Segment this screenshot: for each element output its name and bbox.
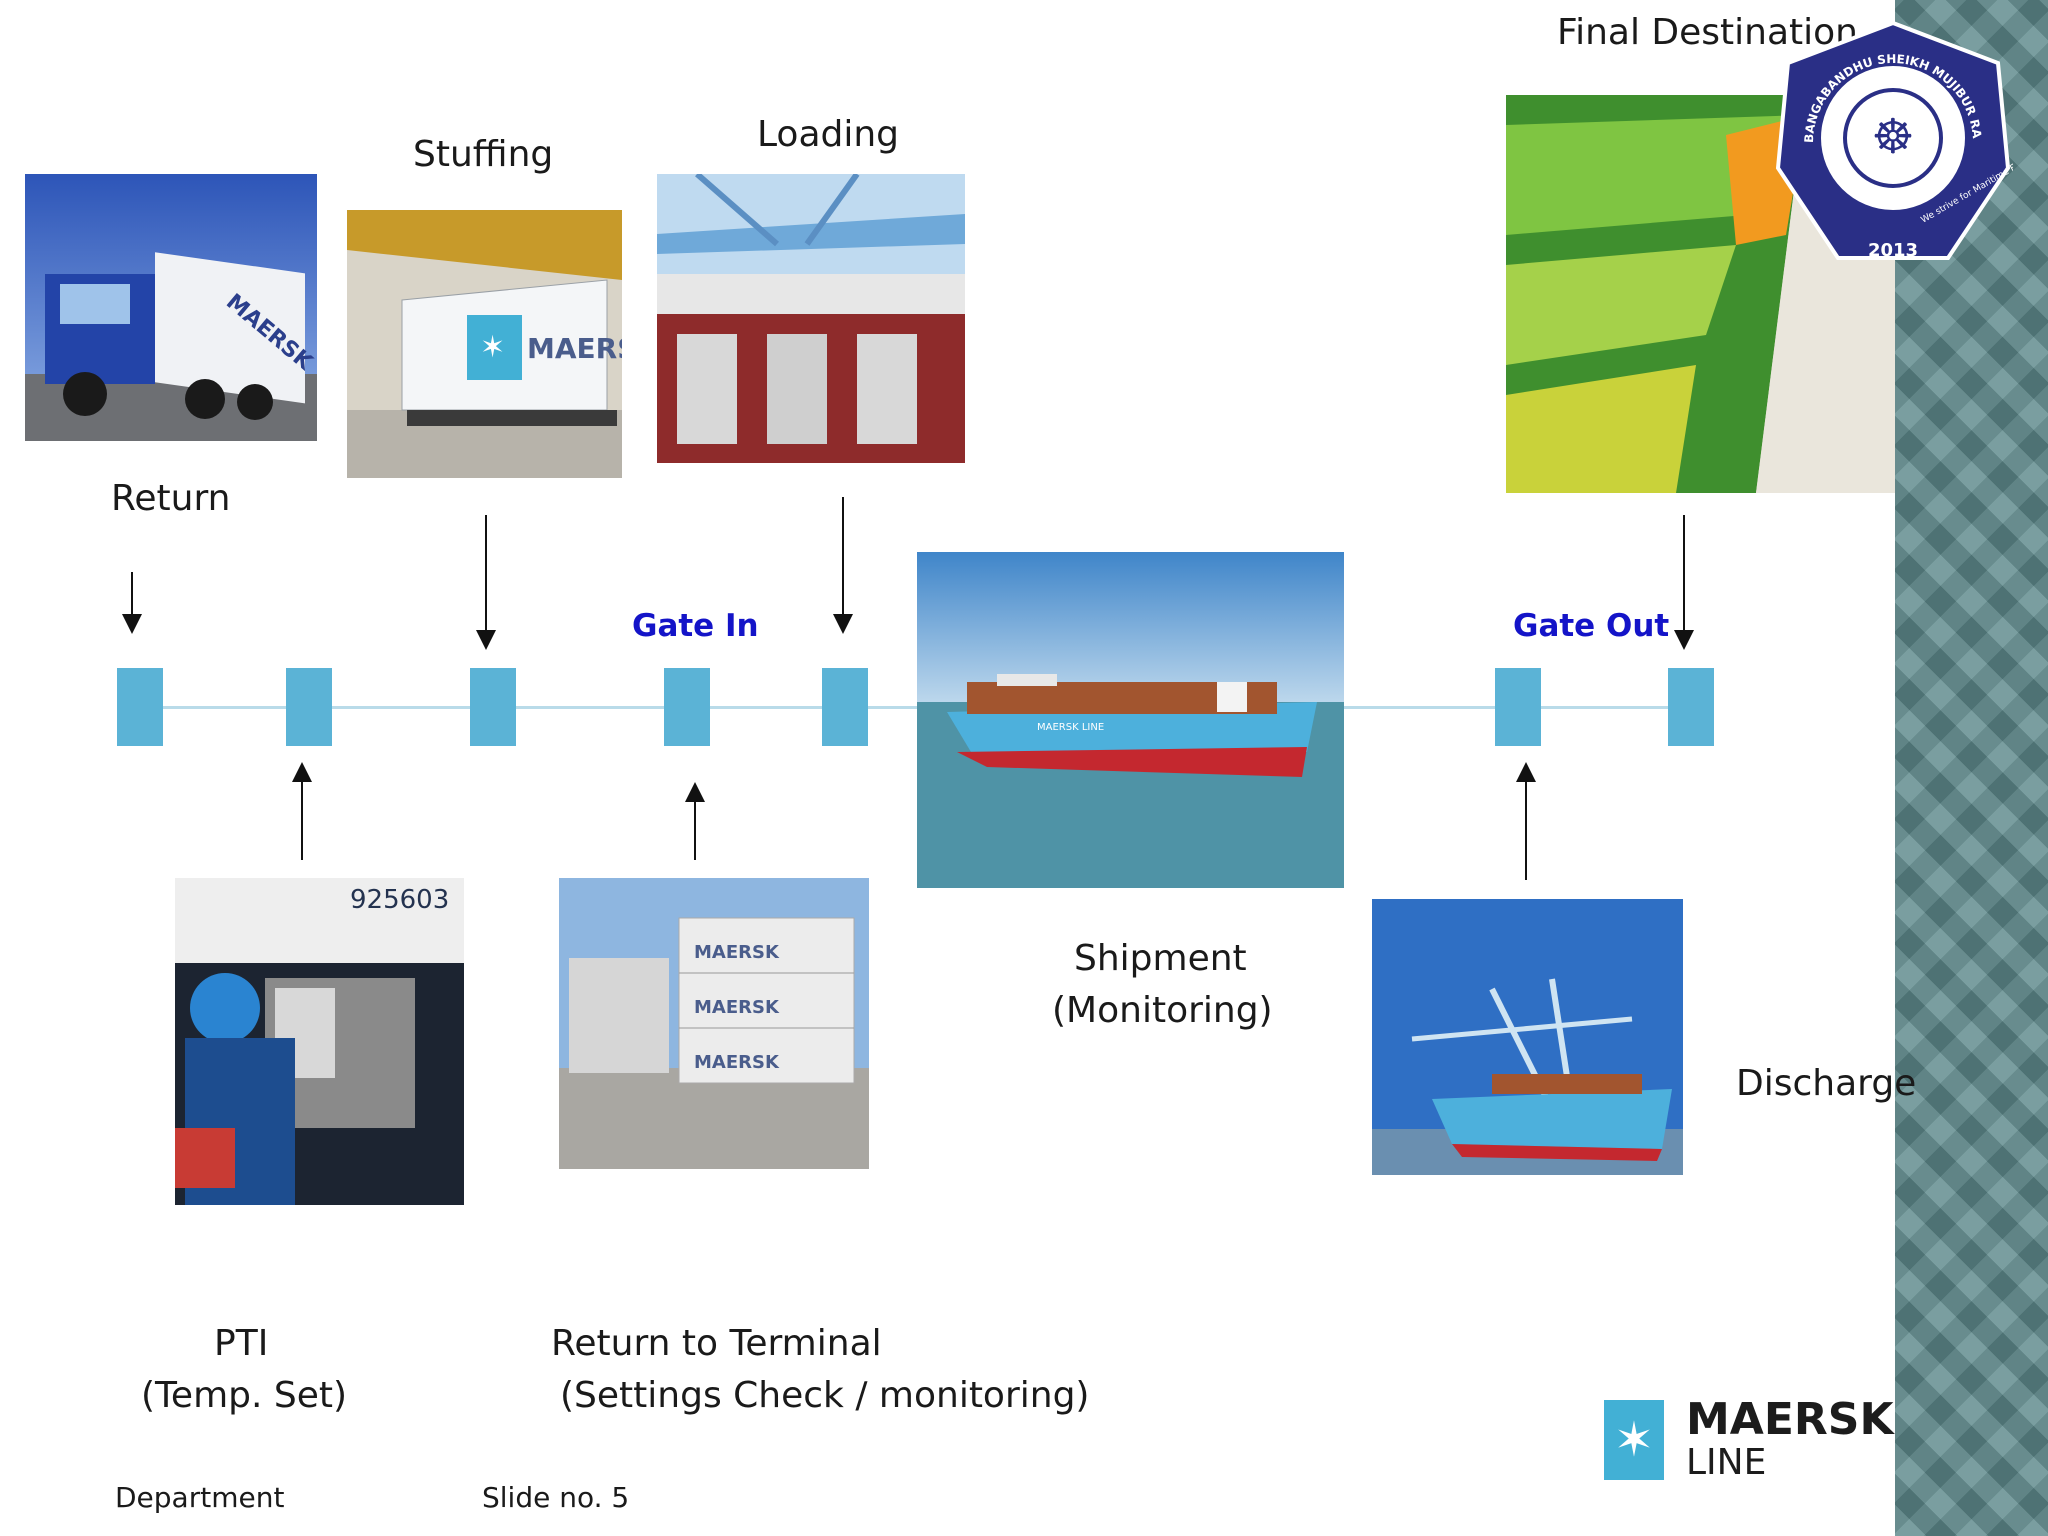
svg-text:✶: ✶	[480, 330, 505, 365]
shipment-label: Shipment	[1074, 938, 1247, 979]
shipment-monitoring-label: (Monitoring)	[1052, 990, 1273, 1031]
stack-text-3: MAERSK	[694, 1052, 780, 1073]
university-seal-logo: ☸ BANGABANDHU SHEIKH MUJIBUR RAHMAN MARI…	[1773, 18, 2013, 273]
stack-text-2: MAERSK	[694, 997, 780, 1018]
footer-slide-number: Slide no. 5	[482, 1481, 630, 1514]
maersk-star-icon: ✶	[1604, 1400, 1664, 1480]
pti-photo: 925603	[175, 878, 464, 1205]
loading-label: Loading	[757, 114, 900, 155]
stuffing-photo: ✶ MAERSK	[347, 210, 622, 478]
svg-text:☸: ☸	[1871, 109, 1914, 165]
return-to-terminal-label: Return to Terminal	[551, 1323, 882, 1364]
return-truck-photo: MAERSK	[25, 174, 317, 441]
timeline-node-final	[1668, 668, 1714, 746]
stuffing-label: Stuffing	[413, 134, 554, 175]
pti-label: PTI	[214, 1323, 269, 1364]
svg-text:✶: ✶	[1614, 1412, 1654, 1468]
timeline-node-gate-in	[664, 668, 710, 746]
discharge-label: Discharge	[1736, 1063, 1917, 1104]
timeline-line-left	[140, 706, 917, 709]
final-destination-photo	[1506, 95, 1895, 493]
timeline-node-gate-out	[1495, 668, 1541, 746]
trailer-brand-text: MAERSK	[527, 332, 622, 365]
footer-department: Department	[115, 1481, 285, 1514]
settings-check-label: (Settings Check / monitoring)	[560, 1375, 1090, 1416]
gate-out-label: Gate Out	[1513, 608, 1670, 644]
maersk-brand-top: MAERSK	[1686, 1394, 1894, 1445]
return-label: Return	[111, 478, 231, 519]
timeline-node-stuffing	[470, 668, 516, 746]
gate-in-label: Gate In	[632, 608, 759, 644]
ship-hull-text: MAERSK LINE	[1037, 722, 1104, 733]
discharge-photo	[1372, 899, 1683, 1175]
seal-year: 2013	[1868, 240, 1918, 261]
timeline-node-return	[117, 668, 163, 746]
timeline-node-pti	[286, 668, 332, 746]
stack-text-1: MAERSK	[694, 942, 780, 963]
pti-temp-set-label: (Temp. Set)	[141, 1375, 348, 1416]
return-terminal-photo: MAERSK MAERSK MAERSK	[559, 878, 869, 1169]
timeline-node-loading	[822, 668, 868, 746]
maersk-brand-bottom: LINE	[1686, 1442, 1767, 1483]
loading-photo	[657, 174, 965, 463]
shipment-ship-photo: MAERSK LINE	[917, 552, 1344, 888]
final-destination-label: Final Destination	[1557, 12, 1858, 53]
pti-unit-number: 925603	[350, 885, 449, 915]
